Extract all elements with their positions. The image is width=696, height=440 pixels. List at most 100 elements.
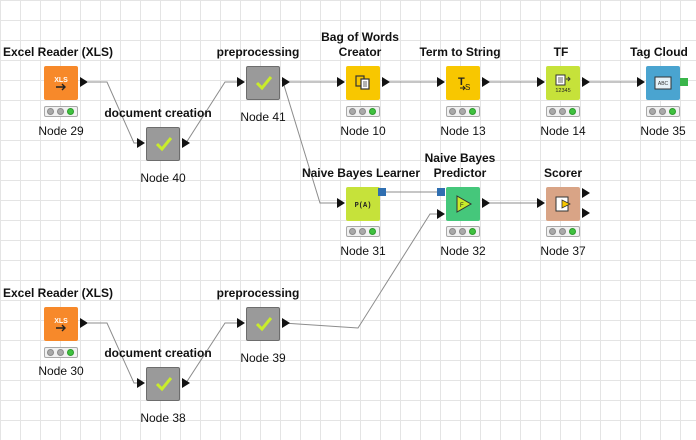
naive-bayes-learner-node-31[interactable]: P(A) bbox=[346, 187, 380, 221]
input-port[interactable] bbox=[337, 198, 345, 208]
output-port[interactable] bbox=[482, 198, 490, 208]
connection-n30-n38 bbox=[88, 322, 137, 384]
node-title: Scorer bbox=[543, 166, 583, 180]
node-title: TF bbox=[553, 45, 569, 59]
node-title-line-2: Predictor bbox=[433, 166, 487, 180]
output-port[interactable] bbox=[182, 138, 190, 148]
node-title: preprocessing bbox=[216, 286, 300, 300]
node-status-indicator bbox=[646, 106, 680, 117]
node-title: preprocessing bbox=[216, 45, 300, 59]
model-output-port[interactable] bbox=[378, 188, 386, 196]
node-label[interactable]: Node 29 bbox=[38, 124, 84, 138]
node-status-indicator bbox=[44, 106, 78, 117]
connection-n29-n40 bbox=[88, 81, 137, 144]
metanode-check-icon bbox=[255, 317, 273, 332]
xls-reader-icon: XLS bbox=[54, 318, 68, 332]
node-label[interactable]: Node 41 bbox=[240, 110, 286, 124]
node-title: document creation bbox=[104, 106, 212, 120]
output-port[interactable] bbox=[680, 78, 688, 86]
input-port[interactable] bbox=[137, 378, 145, 388]
node-label[interactable]: Node 30 bbox=[38, 364, 84, 378]
output-port-1[interactable] bbox=[582, 188, 590, 198]
metanode-check-icon bbox=[155, 377, 173, 392]
input-port[interactable] bbox=[237, 318, 245, 328]
node-title: Naive Bayes Learner bbox=[301, 166, 421, 180]
xls-glyph: XLS bbox=[54, 77, 68, 84]
node-label[interactable]: Node 39 bbox=[240, 351, 286, 365]
node-status-indicator bbox=[346, 226, 380, 237]
probability-glyph: P(A) bbox=[355, 202, 372, 210]
node-status-indicator bbox=[446, 106, 480, 117]
output-port[interactable] bbox=[282, 77, 290, 87]
xls-reader-icon: XLS bbox=[54, 77, 68, 91]
input-port[interactable] bbox=[537, 198, 545, 208]
node-title-line-2: Creator bbox=[338, 45, 382, 59]
node-label[interactable]: Node 13 bbox=[440, 124, 486, 138]
term-to-string-icon: T S bbox=[458, 76, 470, 92]
svg-text:S: S bbox=[465, 83, 470, 92]
bag-of-words-node-10[interactable] bbox=[346, 66, 380, 100]
node-title: document creation bbox=[104, 346, 212, 360]
node-title: Excel Reader (XLS) bbox=[2, 45, 114, 59]
output-port-2[interactable] bbox=[582, 208, 590, 218]
tag-cloud-icon: ABC bbox=[654, 76, 672, 90]
bag-of-words-icon bbox=[355, 75, 370, 90]
tag-cloud-glyph: ABC bbox=[658, 81, 669, 87]
node-status-indicator bbox=[446, 226, 480, 237]
connection-n41-n31 bbox=[282, 81, 337, 204]
node-status-indicator bbox=[546, 106, 580, 117]
node-label[interactable]: Node 37 bbox=[540, 244, 586, 258]
input-port[interactable] bbox=[137, 138, 145, 148]
input-port[interactable] bbox=[537, 77, 545, 87]
naive-bayes-predictor-icon: F bbox=[456, 195, 473, 213]
metanode-39[interactable] bbox=[246, 307, 280, 341]
node-status-indicator bbox=[44, 347, 78, 358]
node-label[interactable]: Node 38 bbox=[140, 411, 186, 425]
tf-node-14[interactable]: 12345 bbox=[546, 66, 580, 100]
input-port[interactable] bbox=[237, 77, 245, 87]
input-port[interactable] bbox=[337, 77, 345, 87]
node-label[interactable]: Node 40 bbox=[140, 171, 186, 185]
input-port[interactable] bbox=[437, 209, 445, 219]
output-port[interactable] bbox=[382, 77, 390, 87]
output-port[interactable] bbox=[182, 378, 190, 388]
excel-reader-node-30[interactable]: XLS bbox=[44, 307, 78, 341]
node-title-line-1: Bag of Words bbox=[321, 30, 399, 44]
metanode-41[interactable] bbox=[246, 66, 280, 100]
output-port[interactable] bbox=[80, 77, 88, 87]
connection-n39-n32 bbox=[282, 213, 437, 329]
excel-reader-node-29[interactable]: XLS bbox=[44, 66, 78, 100]
node-label[interactable]: Node 35 bbox=[640, 124, 686, 138]
metanode-check-icon bbox=[155, 137, 173, 152]
input-port[interactable] bbox=[437, 77, 445, 87]
output-port[interactable] bbox=[80, 318, 88, 328]
input-port[interactable] bbox=[637, 77, 645, 87]
xls-glyph: XLS bbox=[54, 318, 68, 325]
node-label[interactable]: Node 14 bbox=[540, 124, 586, 138]
metanode-40[interactable] bbox=[146, 127, 180, 161]
tf-glyph: 12345 bbox=[555, 88, 570, 94]
term-to-string-node-13[interactable]: T S bbox=[446, 66, 480, 100]
node-title-line-1: Naive Bayes bbox=[424, 151, 496, 165]
term-glyph: T bbox=[458, 76, 465, 88]
model-input-port[interactable] bbox=[437, 188, 445, 196]
node-title: Excel Reader (XLS) bbox=[2, 286, 114, 300]
tf-icon: 12345 bbox=[555, 74, 571, 94]
output-port[interactable] bbox=[582, 77, 590, 87]
output-port[interactable] bbox=[282, 318, 290, 328]
naive-bayes-predictor-node-32[interactable]: F bbox=[446, 187, 480, 221]
node-status-indicator bbox=[546, 226, 580, 237]
node-label[interactable]: Node 32 bbox=[440, 244, 486, 258]
scorer-node-37[interactable] bbox=[546, 187, 580, 221]
metanode-check-icon bbox=[255, 76, 273, 91]
node-title: Tag Cloud bbox=[630, 45, 688, 59]
metanode-38[interactable] bbox=[146, 367, 180, 401]
naive-bayes-learner-icon: P(A) bbox=[355, 202, 372, 210]
node-label[interactable]: Node 31 bbox=[340, 244, 386, 258]
node-title: Term to String bbox=[419, 45, 501, 59]
output-port[interactable] bbox=[482, 77, 490, 87]
svg-text:F: F bbox=[460, 203, 464, 209]
node-label[interactable]: Node 10 bbox=[340, 124, 386, 138]
tag-cloud-node-35[interactable]: ABC bbox=[646, 66, 680, 100]
